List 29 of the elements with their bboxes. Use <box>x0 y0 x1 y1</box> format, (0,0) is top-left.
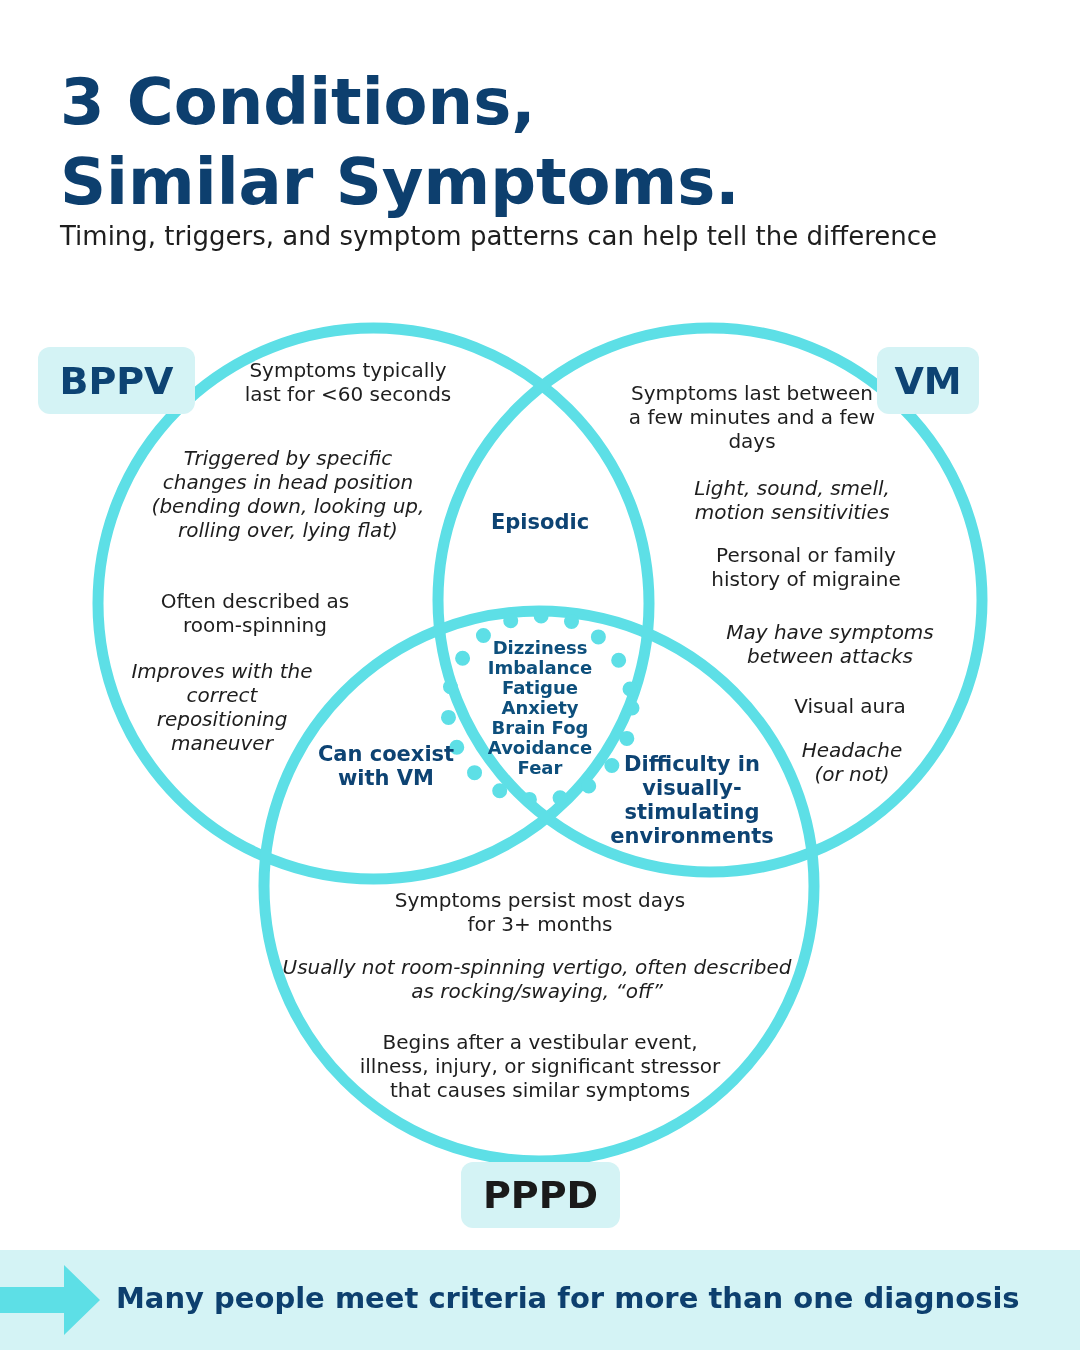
symptom-text: Often described as room-spinning <box>159 589 351 637</box>
symptom-text: Improves with the correct repositioning maneuver <box>130 659 314 755</box>
subtitle: Timing, triggers, and symptom patterns can help tell the difference <box>60 222 939 251</box>
symptom-text: Symptoms persist most days for 3+ months <box>393 888 687 936</box>
symptom-list-item: Fatigue <box>500 678 580 698</box>
symptom-text: Light, sound, smell, motion sensitivities <box>693 476 891 524</box>
symptom-text: Usually not room-spinning vertigo, often described as rocking/swaying, “off” <box>282 955 792 1003</box>
symptom-text: Symptoms typically last for <60 seconds <box>243 358 453 406</box>
symptom-list-item: Dizziness <box>491 638 589 658</box>
region-text: Can coexist with VM <box>316 742 456 790</box>
symptom-text: May have symptoms between attacks <box>725 620 935 668</box>
caption: Many people meet criteria for more than one diagnosis <box>116 1280 1021 1316</box>
condition-label: BPPV <box>38 347 195 414</box>
symptom-list-item: Fear <box>516 758 564 778</box>
condition-label: PPPD <box>461 1162 620 1228</box>
region-text: Difficulty in visually-stimulating environments <box>609 752 775 848</box>
symptom-text: Symptoms last between a few minutes and a few days <box>627 381 877 453</box>
symptom-list-item: Avoidance <box>486 738 594 758</box>
symptom-text: Headache (or not) <box>800 738 904 786</box>
symptom-text: Personal or family history of migraine <box>710 543 902 591</box>
condition-label: VM <box>877 347 979 414</box>
symptom-list-item: Brain Fog <box>490 718 590 738</box>
symptom-text: Visual aura <box>793 694 907 718</box>
title: 3 Conditions, Similar Symptoms. <box>60 64 741 221</box>
symptom-list-item: Anxiety <box>500 698 580 718</box>
symptom-list-item: Imbalance <box>486 658 594 678</box>
symptom-text: Triggered by specific changes in head position (bending down, looking up, rolling over, lying flat) <box>150 446 426 542</box>
region-text: Episodic <box>489 510 591 534</box>
symptom-text: Begins after a vestibular event, illness, injury, or significant stressor that causes similar symptoms <box>358 1030 722 1102</box>
